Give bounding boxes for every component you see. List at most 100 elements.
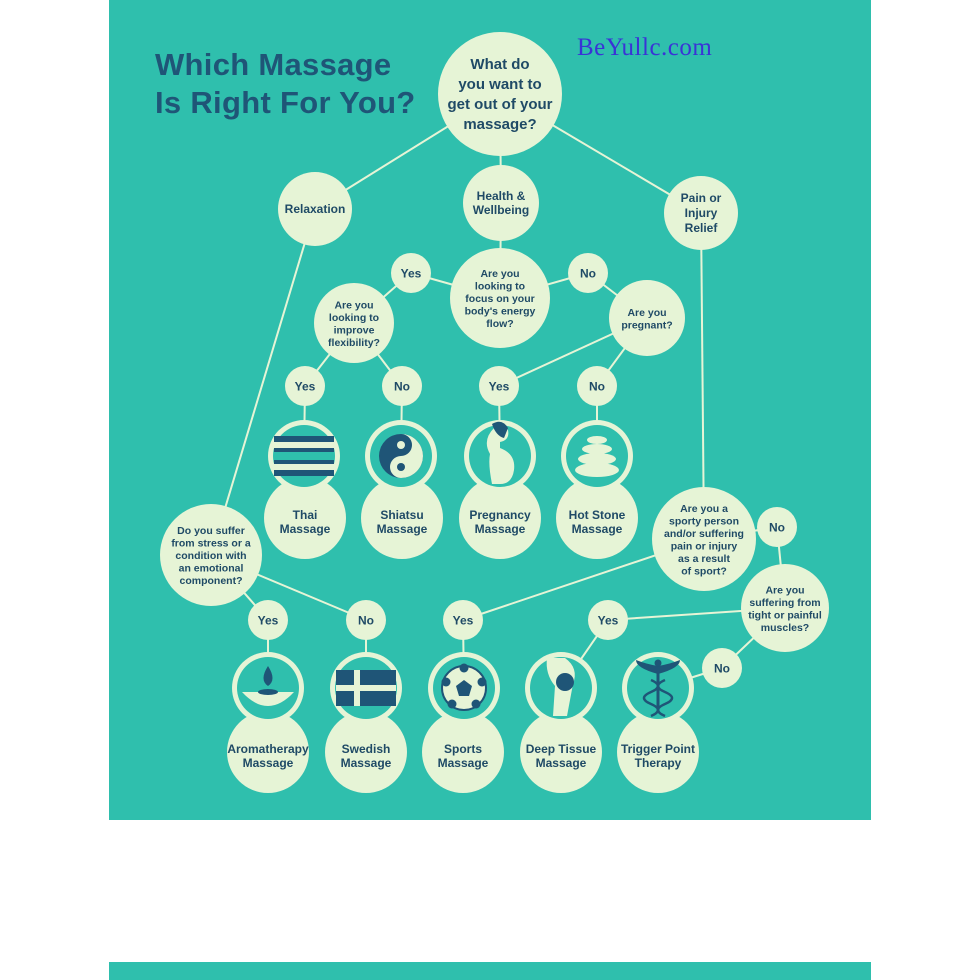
node-circle: [463, 165, 539, 241]
text-line: body's energy: [465, 306, 536, 318]
answer-label: No: [580, 267, 596, 281]
bowl: [242, 692, 294, 706]
result-circle: [556, 477, 638, 559]
node-label: Relaxation: [285, 202, 346, 216]
yes-answer: Yes: [588, 600, 628, 640]
answer-circle: [391, 253, 431, 293]
answer-label: Yes: [453, 614, 474, 628]
stone: [578, 453, 616, 465]
text-line: Deep Tissue: [526, 742, 597, 756]
node-label: Health &Wellbeing: [473, 189, 529, 217]
answer-label: No: [769, 521, 785, 535]
yes-answer: Yes: [443, 600, 483, 640]
text-line: Massage: [475, 522, 526, 536]
result-circle: [227, 711, 309, 793]
oil-drop: [263, 666, 273, 686]
yes-answer: Yes: [391, 253, 431, 293]
answer-circle: [443, 600, 483, 640]
answer-circle: [248, 600, 288, 640]
answer-label: Yes: [295, 380, 316, 394]
text-line: Health &: [477, 189, 526, 203]
stone: [582, 444, 612, 454]
stone: [575, 463, 619, 477]
ball-patch: [471, 699, 481, 709]
text-line: Massage: [243, 756, 294, 770]
text-line: flow?: [486, 318, 513, 330]
node-circle: [278, 172, 352, 246]
answer-label: No: [589, 380, 605, 394]
result-circle: [361, 477, 443, 559]
text-line: pain or injury: [671, 540, 738, 552]
pregnant-figure: [486, 424, 515, 484]
text-line: Are you: [765, 584, 804, 596]
text-line: Hot Stone: [569, 508, 626, 522]
page-title: Which Massage Is Right For You?: [155, 46, 416, 122]
text-line: sporty person: [669, 515, 739, 527]
text-line: muscles?: [761, 622, 809, 634]
staff-knob: [654, 659, 662, 667]
result-circle: [325, 711, 407, 793]
text-line: massage?: [463, 116, 536, 133]
text-line: component?: [180, 575, 243, 587]
text-line: Are you: [627, 307, 666, 319]
node-circle: [314, 283, 394, 363]
result-circle: [520, 711, 602, 793]
node-circle: [664, 176, 738, 250]
caduceus-icon: [636, 659, 680, 718]
answer-circle: [702, 648, 742, 688]
title-line-1: Which Massage: [155, 47, 392, 82]
title-line-2: Is Right For You?: [155, 85, 416, 120]
text-line: looking to: [475, 281, 525, 293]
text-line: tight or painful: [748, 609, 822, 621]
text-line: Massage: [536, 756, 587, 770]
text-line: Relief: [685, 221, 719, 235]
answer-circle: [346, 600, 386, 640]
watermark: BeYullc.com: [577, 34, 713, 61]
result-circle: [459, 477, 541, 559]
answer-label: Yes: [401, 267, 422, 281]
text-line: Aromatherapy: [227, 742, 309, 756]
flag-cross: [336, 685, 396, 691]
yes-answer: Yes: [285, 366, 325, 406]
node-circle: [609, 280, 685, 356]
text-line: Wellbeing: [473, 203, 529, 217]
hair: [492, 421, 508, 438]
text-line: Are you: [334, 299, 373, 311]
yin-yang-icon: [379, 434, 423, 478]
ball-patch: [459, 663, 469, 673]
answer-circle: [479, 366, 519, 406]
text-line: Massage: [280, 522, 331, 536]
text-line: get out of your: [448, 96, 553, 113]
no-answer: No: [702, 648, 742, 688]
text-line: Thai: [293, 508, 318, 522]
text-line: Are you: [480, 268, 519, 280]
flag-stripe: [274, 464, 334, 470]
answer-circle: [577, 366, 617, 406]
answer-circle: [382, 366, 422, 406]
text-line: of sport?: [681, 565, 727, 577]
node-circle: [160, 504, 262, 606]
icon-background: [237, 657, 299, 719]
wings: [636, 660, 680, 674]
flag-cross: [354, 670, 360, 706]
text-line: Massage: [438, 756, 489, 770]
text-line: Trigger Point: [621, 742, 695, 756]
